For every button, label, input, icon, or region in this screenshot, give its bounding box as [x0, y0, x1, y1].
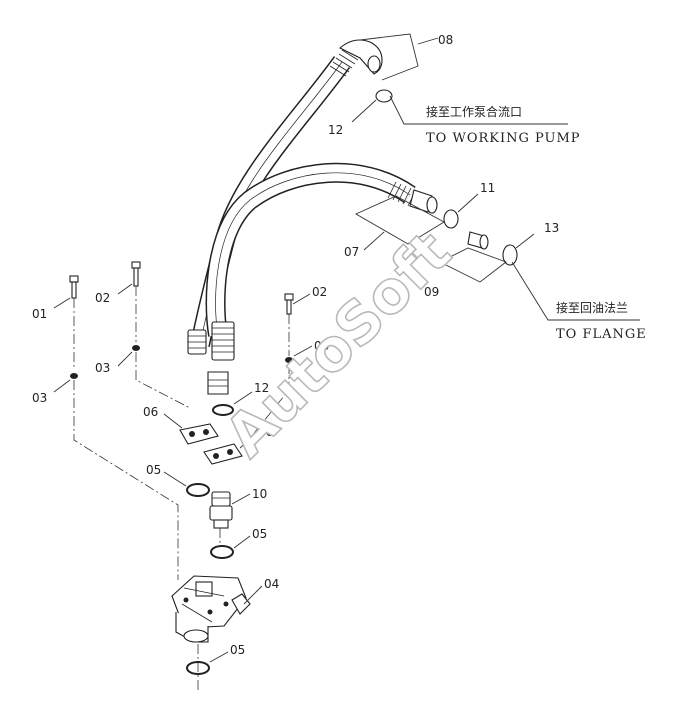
o-ring-11	[443, 209, 459, 229]
o-ring-05-bottom	[186, 661, 210, 675]
callout-02-right: 02	[312, 285, 327, 299]
callout-09: 09	[424, 285, 439, 299]
callout-13: 13	[544, 221, 559, 235]
o-ring-12-top	[375, 89, 393, 103]
caption-flange-en: TO FLANGE	[556, 327, 647, 342]
watermark: AutoSoft	[212, 218, 464, 470]
bolt-01	[69, 275, 79, 299]
adapter-fitting	[207, 371, 229, 395]
bolt-02-right	[284, 293, 294, 315]
caption-pump-cn: 接至工作泵合流口	[426, 104, 522, 119]
washer-03-mid	[132, 345, 140, 351]
callout-08: 08	[438, 33, 453, 47]
leader-08	[359, 33, 439, 81]
callout-10: 10	[252, 487, 267, 501]
callout-06-left: 06	[143, 405, 158, 419]
callout-03-mid: 03	[95, 361, 110, 375]
callout-12-top: 12	[328, 123, 343, 137]
callout-01: 01	[32, 307, 47, 321]
caption-pump-en: TO WORKING PUMP	[426, 131, 581, 146]
callout-02-left: 02	[95, 291, 110, 305]
valve-block-04	[171, 575, 251, 643]
washer-03-right	[285, 357, 293, 363]
callout-05-top: 05	[146, 463, 161, 477]
callout-03-left: 03	[32, 391, 47, 405]
callout-07: 07	[344, 245, 359, 259]
callout-12-center: 12	[254, 381, 269, 395]
hose-return	[205, 162, 438, 361]
o-ring-12-center	[212, 404, 234, 416]
callout-11: 11	[480, 181, 495, 195]
callout-05-middle: 05	[252, 527, 267, 541]
o-ring-05-top	[186, 483, 210, 497]
callout-04: 04	[264, 577, 279, 591]
o-ring-13	[502, 244, 518, 266]
leader-box-09	[438, 247, 507, 283]
split-flange-06-left	[179, 423, 219, 445]
o-ring-05-middle	[210, 545, 234, 559]
caption-flange-cn: 接至回油法兰	[556, 300, 628, 315]
washer-03-left	[70, 373, 78, 379]
connector-10	[209, 491, 233, 529]
callout-06-right: 06	[258, 425, 273, 439]
nipple-09	[467, 231, 489, 250]
bolt-02-left	[131, 261, 141, 287]
split-flange-06-right	[203, 443, 243, 465]
callout-03-right: 03	[314, 339, 329, 353]
callout-05-bottom: 05	[230, 643, 245, 657]
